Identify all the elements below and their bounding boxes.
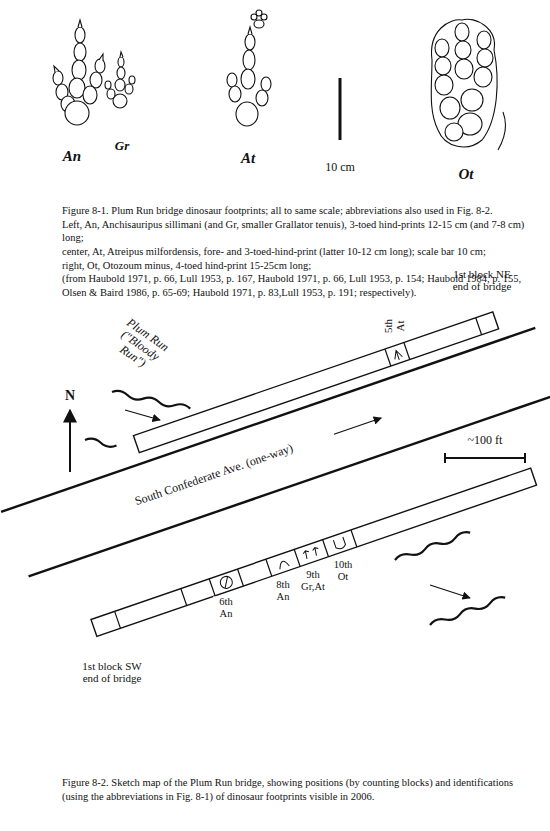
bridge-map [0, 301, 550, 653]
atreipus-print [227, 10, 271, 126]
grallator-print [105, 52, 135, 108]
footprint-mark [392, 349, 403, 361]
otozoum-print [431, 19, 505, 150]
scale-label: ~100 ft [467, 434, 504, 447]
caption-line: right, Ot, Otozoum minus, 4-toed hind-pr… [62, 259, 532, 273]
figure-caption: Figure 8-1. Plum Run bridge dinosaur foo… [62, 204, 532, 218]
map-scale-bar [445, 453, 525, 463]
caption-line: center, At, Atreipus milfordensis, fore-… [62, 245, 532, 259]
scale-bar [339, 78, 342, 140]
caption-line: Left, An, Anchisauripus sillimani (and G… [62, 218, 532, 245]
footprint-abbrev: Gr [114, 139, 130, 153]
creek [85, 390, 506, 628]
caption-line: (from Haubold 1971, p. 66, Lull 1953, p.… [62, 272, 532, 299]
block-label: 8th An [270, 579, 296, 602]
footprint-abbrev: Ot [458, 166, 475, 183]
block-label: 6th An [213, 596, 239, 619]
footprint-abbrev: An [62, 148, 82, 165]
road-edge [29, 394, 550, 576]
caption-block: Figure 8-1. Plum Run bridge dinosaur foo… [62, 204, 532, 299]
bridge-wall [133, 312, 498, 453]
north-arrow [69, 410, 71, 472]
block-divisions [115, 530, 357, 628]
figure-caption: Figure 8-2. Sketch map of the Plum Run b… [62, 776, 524, 803]
footprint-abbrev: At [240, 150, 256, 167]
creek-name: Plum Run ("Bloody Run") [98, 309, 181, 384]
bridge-end-label: 1st block SW end of bridge [73, 660, 151, 684]
scale-label: 10 cm [324, 161, 356, 174]
block-label: 9th Gr,At [297, 569, 329, 592]
traffic-arrow [334, 418, 381, 434]
road-edge [1, 328, 535, 512]
caption-block: Figure 8-2. Sketch map of the Plum Run b… [62, 776, 524, 803]
north-label: N [64, 388, 76, 403]
road-name: South Confederate Ave. (one-way) [132, 441, 296, 508]
anchisauripus-print [53, 20, 105, 125]
block-label: 5th At [382, 315, 406, 337]
block-label: 10th Ot [329, 559, 357, 582]
